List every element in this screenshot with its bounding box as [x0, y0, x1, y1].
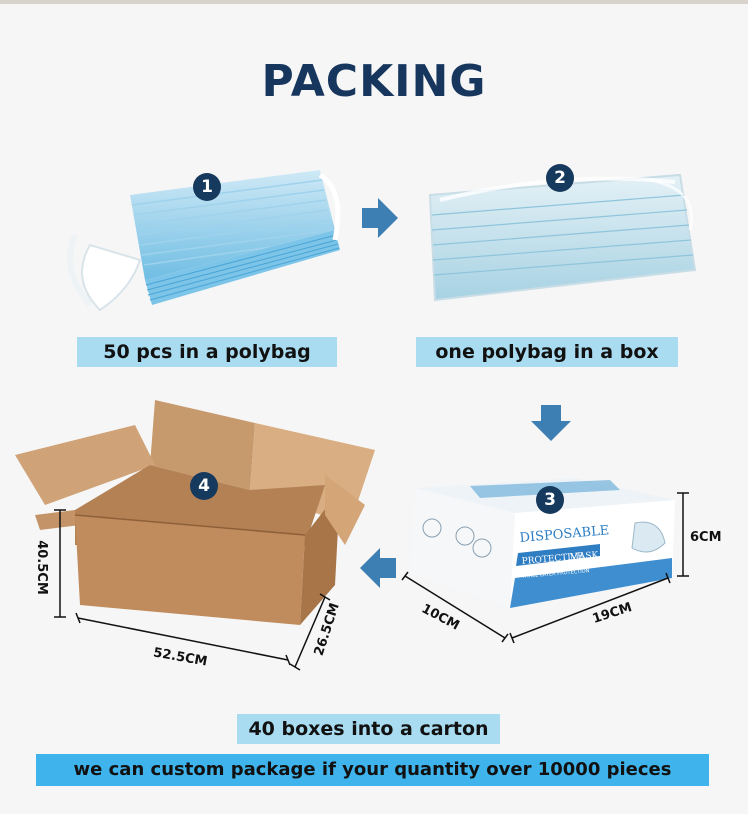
polybag-image: [428, 173, 697, 302]
step-2-badge: 2: [546, 164, 574, 192]
arrow-right-icon: [362, 198, 398, 238]
carton-dimension-lines: [54, 509, 331, 671]
box-height-dimension: 6CM: [690, 530, 722, 545]
box-strip-text: THREE LAYER PROTECTION: [521, 568, 590, 580]
mask-box-image: DISPOSABLE PROTECTIVE MASK THREE LAYER P…: [410, 478, 675, 608]
mask-stack-image: [67, 170, 341, 312]
arrow-down-icon: [531, 405, 571, 441]
carton-height-dimension: 40.5CM: [33, 540, 49, 595]
custom-package-note: we can custom package if your quantity o…: [36, 754, 709, 786]
step-4-badge: 4: [190, 472, 218, 500]
page-title: PACKING: [261, 56, 487, 107]
arrow-left-icon: [360, 548, 396, 588]
step-3-badge: 3: [536, 486, 564, 514]
step-4-label: 40 boxes into a carton: [237, 714, 500, 744]
top-divider: [0, 0, 748, 4]
step-1-badge: 1: [193, 173, 221, 201]
step-1-label: 50 pcs in a polybag: [77, 337, 337, 367]
step-2-label: one polybag in a box: [416, 337, 678, 367]
box-line3-text: MASK: [569, 551, 599, 563]
carton-image: [15, 400, 375, 625]
box-dimension-lines: [401, 492, 689, 644]
